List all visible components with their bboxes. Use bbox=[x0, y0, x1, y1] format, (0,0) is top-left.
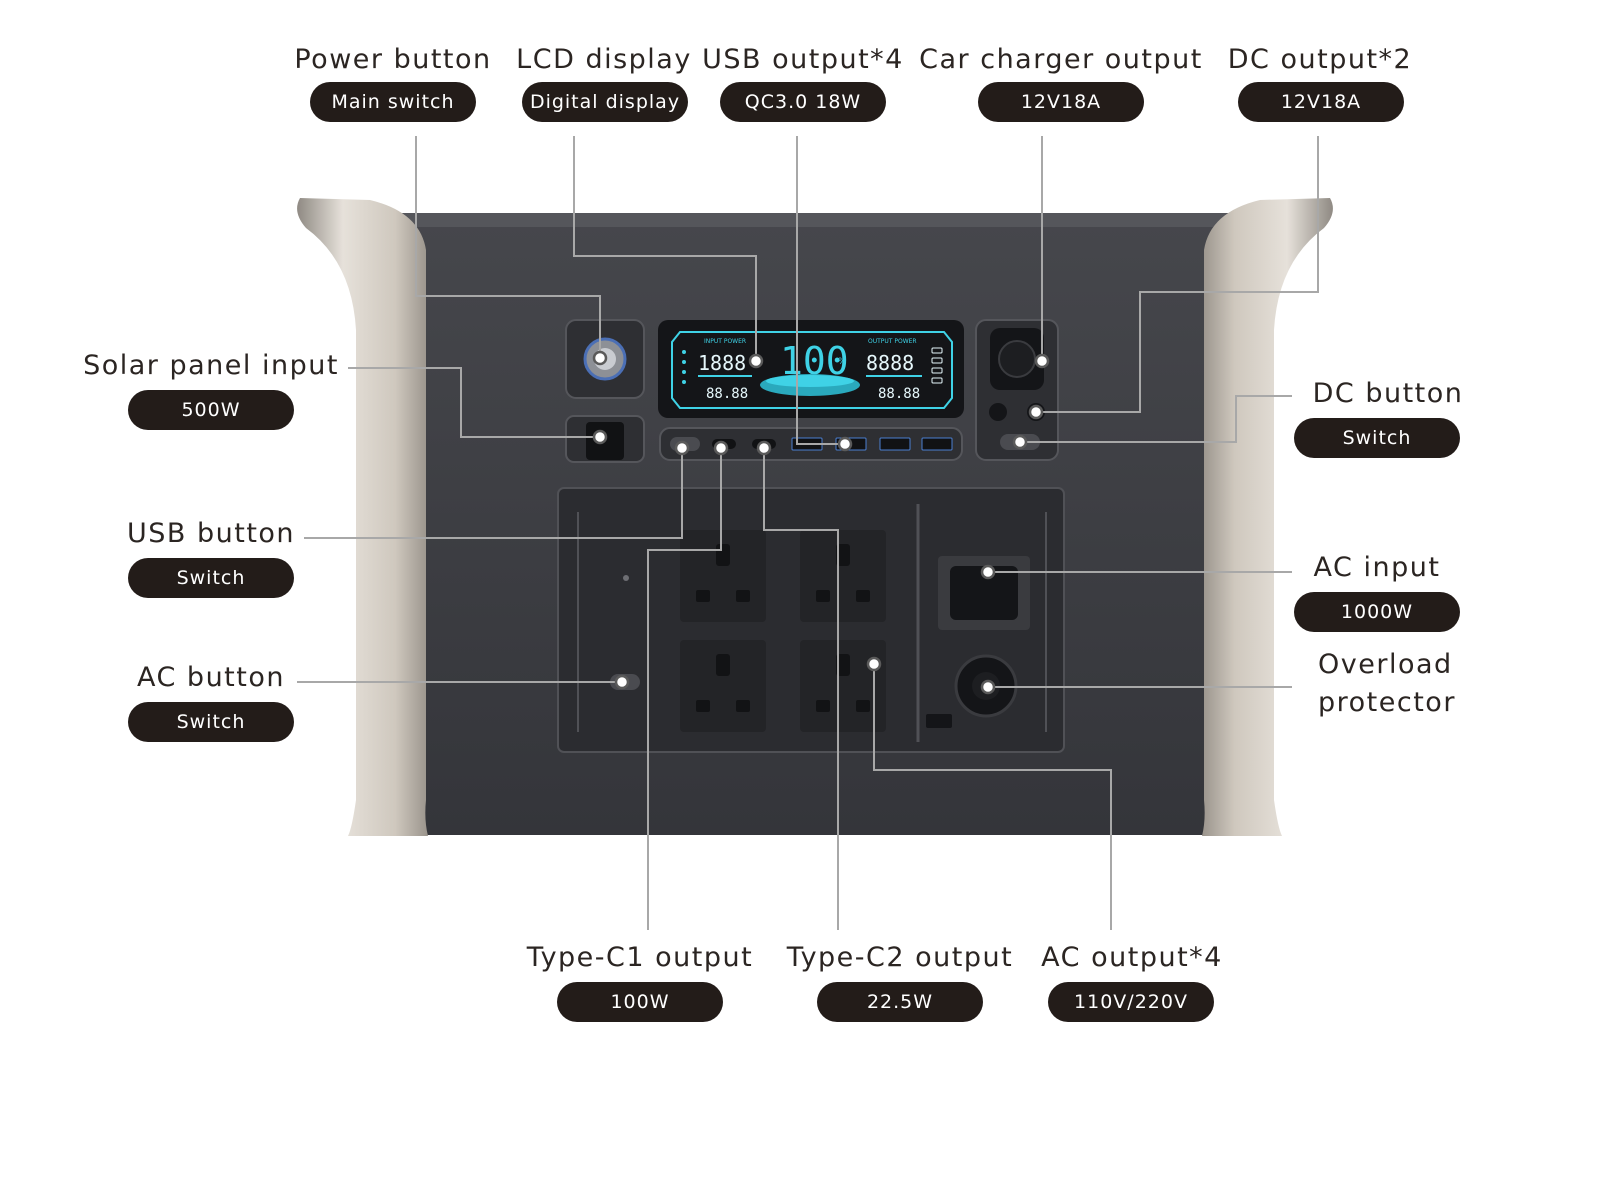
lcd-display-label: LCD display bbox=[516, 44, 692, 75]
dc-button-spec: Switch bbox=[1294, 418, 1460, 458]
dc-output-port-1[interactable] bbox=[989, 403, 1007, 421]
dc-output-spec: 12V18A bbox=[1238, 82, 1404, 122]
lcd-bezel bbox=[658, 320, 964, 418]
solar-panel-input-label: Solar panel input bbox=[83, 350, 339, 381]
lcd-input-title: INPUT POWER bbox=[704, 338, 746, 345]
usb-button-spec: Switch bbox=[128, 558, 294, 598]
type-c1-output-spec: 100W bbox=[557, 982, 723, 1022]
overload-protector-label-line1: Overload bbox=[1318, 649, 1453, 680]
left-handle bbox=[297, 198, 428, 836]
ac-outlet-3[interactable] bbox=[680, 640, 766, 732]
lcd-output-title: OUTPUT POWER bbox=[868, 338, 917, 345]
car-charger-output-label: Car charger output bbox=[919, 44, 1203, 75]
usb-port-4[interactable] bbox=[921, 437, 953, 451]
lcd-input-value: 1888 bbox=[698, 351, 746, 375]
leader-lines bbox=[297, 136, 1319, 930]
ac-outlet-1[interactable] bbox=[680, 530, 766, 622]
lcd-percent-sign: % bbox=[838, 357, 847, 367]
usb-button-label: USB button bbox=[126, 518, 296, 549]
ac-input-label: AC input bbox=[1313, 552, 1441, 583]
ac-outlet-2[interactable] bbox=[800, 530, 886, 622]
solar-panel-input-spec: 500W bbox=[128, 390, 294, 430]
dc-output-label: DC output*2 bbox=[1227, 44, 1413, 75]
usb-port-3[interactable] bbox=[879, 437, 911, 451]
usb-output-spec: QC3.0 18W bbox=[720, 82, 886, 122]
type-c2-output-label: Type-C2 output bbox=[786, 942, 1014, 973]
usb-output-label: USB output*4 bbox=[702, 44, 904, 75]
ac-output-spec: 110V/220V bbox=[1048, 982, 1214, 1022]
ac-output-label: AC output*4 bbox=[1041, 942, 1223, 973]
right-handle bbox=[1202, 198, 1333, 836]
overload-protector-label-line2: protector bbox=[1318, 687, 1456, 718]
lcd-output-time: 88.88 bbox=[878, 386, 920, 402]
ac-button-spec: Switch bbox=[128, 702, 294, 742]
ac-input-spec: 1000W bbox=[1294, 592, 1460, 632]
lcd-screen: INPUT POWER OUTPUT POWER 1888 100 % 8888… bbox=[671, 331, 953, 409]
lcd-output-value: 8888 bbox=[866, 351, 914, 375]
type-c2-output-spec: 22.5W bbox=[817, 982, 983, 1022]
lcd-display-spec: Digital display bbox=[522, 82, 688, 122]
power-button-label: Power button bbox=[294, 44, 492, 75]
ac-button-label: AC button bbox=[137, 662, 285, 693]
type-c1-output-label: Type-C1 output bbox=[526, 942, 754, 973]
power-button-spec: Main switch bbox=[310, 82, 476, 122]
lcd-input-time: 88.88 bbox=[706, 386, 748, 402]
dc-button-label: DC button bbox=[1312, 378, 1464, 409]
car-charger-output-spec: 12V18A bbox=[978, 82, 1144, 122]
leader-dots bbox=[592, 350, 1050, 695]
